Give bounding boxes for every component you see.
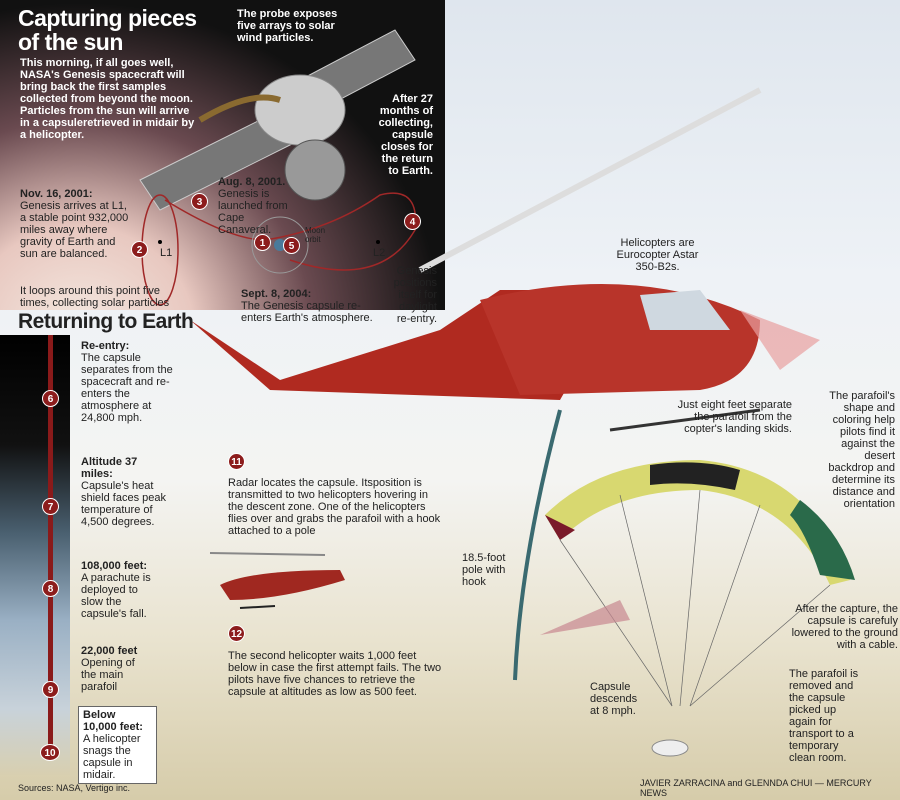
- sept-2004-note: Sept. 8, 2004:The Genesis capsule re-ent…: [241, 288, 373, 324]
- step-11-note: Radar locates the capsule. Itsposition i…: [228, 477, 441, 537]
- probe-note: The probe exposes five arrays to solar w…: [237, 8, 338, 44]
- descent-line: [48, 335, 53, 755]
- positions-note: Genesis positions itself for daylight re…: [393, 265, 437, 325]
- moon-orbit-label: Moon orbit: [305, 226, 326, 244]
- spacecraft-illustration: [139, 29, 416, 211]
- step-5-marker: 5: [283, 237, 300, 254]
- intro-text: This morning, if all goes well, NASA's G…: [20, 57, 195, 141]
- small-helicopter-illustration: [209, 552, 345, 609]
- step-8-marker: 8: [42, 580, 59, 597]
- loops-note: It loops around this point five times, c…: [20, 285, 170, 309]
- credit: JAVIER ZARRACINA and GLENNDA CHUI — MERC…: [640, 778, 872, 798]
- main-helicopter-illustration: [190, 87, 820, 681]
- sources: Sources: NASA, Vertigo inc.: [18, 783, 131, 793]
- eight-feet-note: Just eight feet separate the parafoil fr…: [677, 399, 792, 435]
- step-10-note: Below 10,000 feet:A helicopter snags the…: [78, 706, 157, 784]
- returning-title: Returning to Earth: [18, 310, 194, 333]
- step-3-marker: 3: [191, 193, 208, 210]
- step-8-note: 108,000 feet:A parachute is deployed to …: [81, 560, 151, 620]
- aug-2001-note: Aug. 8, 2001.Genesis is launched from Ca…: [218, 176, 288, 236]
- parafoil-illustration: [540, 460, 855, 757]
- helicopter-type-note: Helicopters are Eurocopter Astar 350-B2s…: [616, 237, 699, 273]
- step-12-note: The second helicopter waits 1,000 feet b…: [228, 650, 442, 698]
- pole-note: 18.5-foot pole with hook: [462, 552, 506, 588]
- step-4-marker: 4: [404, 213, 421, 230]
- step-12-marker: 12: [228, 625, 245, 642]
- step-10-marker: 10: [40, 744, 60, 761]
- descent-strip: [0, 335, 70, 775]
- l2-label: L2: [373, 247, 386, 259]
- l1-label: L1: [160, 247, 173, 259]
- step-7-marker: 7: [42, 498, 59, 515]
- step-7-note: Altitude 37 miles:Capsule's heat shield …: [81, 456, 166, 528]
- parafoil-removed-note: The parafoil is removed and the capsule …: [789, 668, 859, 764]
- after-27-note: After 27 months of collecting, capsule c…: [378, 93, 433, 177]
- parafoil-shape-note: The parafoil's shape and coloring help p…: [828, 390, 895, 510]
- capsule-descends-note: Capsule descends at 8 mph.: [590, 681, 638, 717]
- step-6-marker: 6: [42, 390, 59, 407]
- step-1-marker: 1: [254, 234, 271, 251]
- step-11-marker: 11: [228, 453, 245, 470]
- step-6-note: Re-entry:The capsule separates from the …: [81, 340, 173, 424]
- nov-2001-note: Nov. 16, 2001:Genesis arrives at L1, a s…: [20, 188, 129, 260]
- step-9-marker: 9: [42, 681, 59, 698]
- after-capture-note: After the capture, the capsule is carefu…: [791, 603, 898, 651]
- step-2-marker: 2: [131, 241, 148, 258]
